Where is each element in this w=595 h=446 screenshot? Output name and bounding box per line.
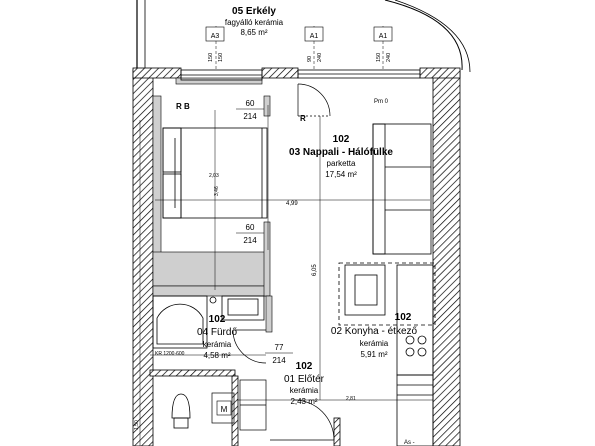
balcony-finish: fagyálló kerámia xyxy=(225,18,284,27)
entrance-door xyxy=(270,399,335,441)
hall-area: 2,43 m² xyxy=(290,397,317,406)
hall-code: 102 xyxy=(296,361,313,372)
bathroom-area: 4,58 m² xyxy=(203,351,230,360)
dim-low-span: 2,81 xyxy=(346,396,356,402)
balcony-area: 8,65 m² xyxy=(240,28,267,37)
dim-span-horizontal: 4,99 xyxy=(286,201,298,207)
dim-150c: 150 xyxy=(376,53,382,62)
as-label: As - xyxy=(404,440,415,446)
kitchen-name: 02 Konyha - étkező xyxy=(331,326,418,337)
dim-240a: 240 xyxy=(317,53,323,62)
dim-bed-width: 2,03 xyxy=(209,173,219,179)
dim-60-mid: 60 xyxy=(246,223,255,232)
bathroom-name: 04 Fürdő xyxy=(197,327,237,338)
hall-finish: kerámia xyxy=(290,386,319,395)
balcony-door xyxy=(297,83,331,117)
kitchen-counter xyxy=(338,262,436,446)
pm-label: Pm 0 xyxy=(374,99,389,105)
balcony-outline xyxy=(136,0,471,73)
kitchen-code: 102 xyxy=(395,312,412,323)
dim-60-top: 60 xyxy=(246,99,255,108)
dim-bath-height: 1,50 xyxy=(134,420,140,430)
bathroom-finish: kerámia xyxy=(203,340,232,349)
tag-a3: A3 xyxy=(211,33,220,40)
bathtub xyxy=(152,295,217,349)
dim-span-vertical: 6,05 xyxy=(312,264,318,276)
dim-214-low: 214 xyxy=(272,356,286,365)
living-name: 03 Nappali - Hálófülke xyxy=(289,147,393,158)
toilet xyxy=(171,393,191,429)
sofa xyxy=(372,123,432,255)
dim-bed-length: 3,46 xyxy=(214,186,220,196)
living-area: 17,54 m² xyxy=(325,170,357,179)
dimension-lines xyxy=(139,26,433,446)
bathroom-door xyxy=(232,329,267,364)
dim-150b: 150 xyxy=(218,53,224,62)
dim-214-mid: 214 xyxy=(243,236,257,245)
kitchen-area: 5,91 m² xyxy=(360,350,387,359)
interior-walls xyxy=(152,77,273,333)
hall-name: 01 Előtér xyxy=(284,374,325,385)
dim-214-top: 214 xyxy=(243,112,257,121)
dim-240b: 240 xyxy=(386,53,392,62)
m-label: M xyxy=(221,405,228,414)
rb-label: R B xyxy=(176,102,190,111)
window xyxy=(180,69,421,81)
dim-150a: 150 xyxy=(208,53,214,62)
tag-boxes xyxy=(205,26,393,42)
r-label: R xyxy=(300,114,306,123)
tag-a1-right: A1 xyxy=(379,33,388,40)
kitchen-finish: kerámia xyxy=(360,339,389,348)
balcony-name: 05 Erkély xyxy=(232,6,276,17)
washbasin xyxy=(221,295,265,321)
living-finish: parketta xyxy=(327,159,356,168)
tag-a1-left: A1 xyxy=(310,33,319,40)
living-code: 102 xyxy=(333,134,350,145)
wardrobe xyxy=(211,379,267,431)
dim-90: 90 xyxy=(307,56,313,62)
dim-77: 77 xyxy=(275,343,284,352)
bathroom-code: 102 xyxy=(209,314,226,325)
tub-label: KR 1200·600 xyxy=(155,351,185,357)
